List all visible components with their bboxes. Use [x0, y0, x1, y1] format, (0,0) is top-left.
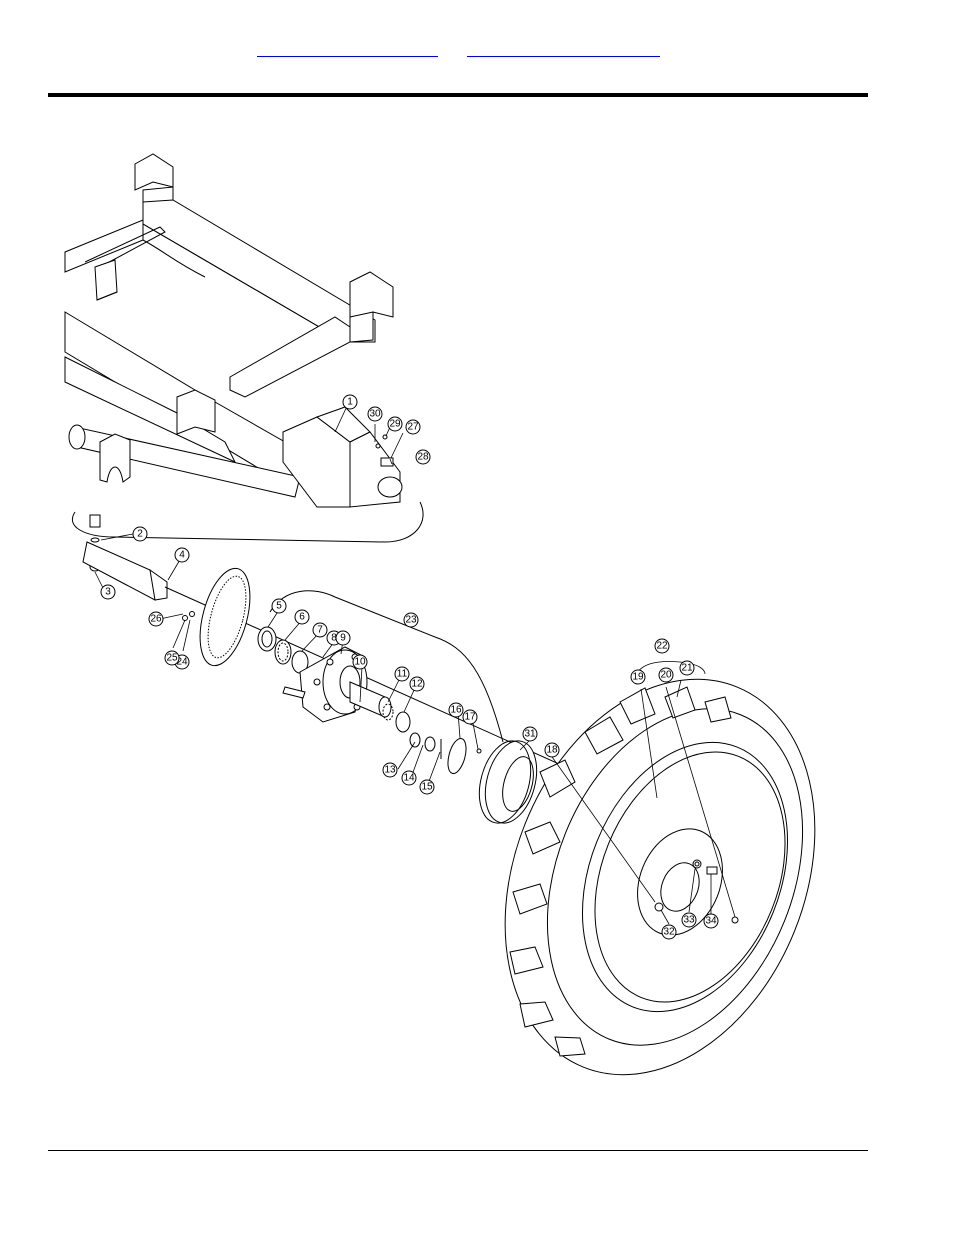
callout-label: 12	[411, 679, 423, 690]
callout-label: 29	[389, 419, 401, 430]
callout-7: 7	[312, 622, 328, 638]
wheel-drawing	[504, 678, 816, 1076]
callout-21: 21	[679, 660, 695, 676]
callout-label: 34	[705, 916, 717, 927]
callout-label: 16	[450, 705, 462, 716]
callout-label: 32	[663, 927, 675, 938]
callout-label: 19	[632, 672, 644, 683]
header-rule	[48, 93, 868, 97]
header-link-right[interactable]	[467, 40, 660, 57]
callout-31: 31	[522, 726, 538, 742]
callout-label: 5	[276, 601, 282, 612]
callout-label: 18	[546, 745, 558, 756]
callout-label: 26	[150, 614, 162, 625]
callout-33: 33	[681, 912, 697, 928]
callout-label: 7	[317, 625, 323, 636]
callout-label: 4	[179, 550, 185, 561]
callout-15: 15	[419, 779, 435, 795]
footer-rule	[48, 1150, 868, 1151]
callout-label: 23	[405, 615, 417, 626]
callout-25: 25	[164, 650, 180, 666]
callout-19: 19	[630, 669, 646, 685]
wheel-spacer-drawing	[478, 740, 538, 824]
callout-4: 4	[174, 547, 190, 563]
callout-30: 30	[367, 406, 383, 422]
callout-14: 14	[401, 770, 417, 786]
callout-34: 34	[703, 913, 719, 929]
callout-label: 14	[403, 773, 415, 784]
callout-label: 21	[681, 663, 693, 674]
callout-label: 17	[464, 712, 476, 723]
hub-drawing	[257, 590, 504, 775]
callout-1: 1	[342, 394, 358, 410]
callout-label: 15	[421, 782, 433, 793]
callout-27: 27	[405, 419, 421, 435]
callout-label: 3	[105, 587, 111, 598]
callout-label: 24	[176, 657, 188, 668]
callout-20: 20	[658, 667, 674, 683]
callout-label: 13	[384, 765, 396, 776]
callout-label: 30	[369, 409, 381, 420]
callout-17: 17	[462, 709, 478, 725]
callout-label: 1	[347, 397, 353, 408]
callout-11: 11	[394, 666, 410, 682]
callout-18: 18	[544, 742, 560, 758]
callout-label: 11	[397, 669, 408, 680]
callout-label: 10	[354, 657, 366, 668]
callout-23: 23	[403, 612, 419, 628]
callout-label: 2	[137, 529, 143, 540]
callout-6: 6	[294, 609, 310, 625]
leader-lines	[94, 403, 736, 925]
callout-28: 28	[415, 449, 431, 465]
callout-label: 20	[660, 670, 672, 681]
callout-10: 10	[352, 654, 368, 670]
callout-32: 32	[661, 924, 677, 940]
callout-5: 5	[271, 598, 287, 614]
callout-label: 28	[417, 452, 429, 463]
callout-12: 12	[409, 676, 425, 692]
callout-29: 29	[387, 416, 403, 432]
callout-label: 6	[299, 612, 305, 623]
frame-drawing	[64, 153, 424, 543]
callout-13: 13	[382, 762, 398, 778]
callout-label: 31	[524, 729, 536, 740]
callout-label: 9	[340, 633, 346, 644]
callout-22: 22	[654, 638, 670, 654]
callout-label: 22	[656, 641, 668, 652]
callout-label: 25	[166, 653, 178, 664]
header-link-left[interactable]	[257, 40, 438, 57]
callout-label: 27	[407, 422, 419, 433]
callout-26: 26	[148, 611, 164, 627]
callout-3: 3	[100, 584, 116, 600]
callout-label: 33	[683, 915, 695, 926]
callout-16: 16	[448, 702, 464, 718]
callout-9: 9	[335, 630, 351, 646]
callout-label: 8	[331, 633, 337, 644]
tone-ring-drawing	[182, 567, 251, 667]
callout-2: 2	[132, 526, 148, 542]
